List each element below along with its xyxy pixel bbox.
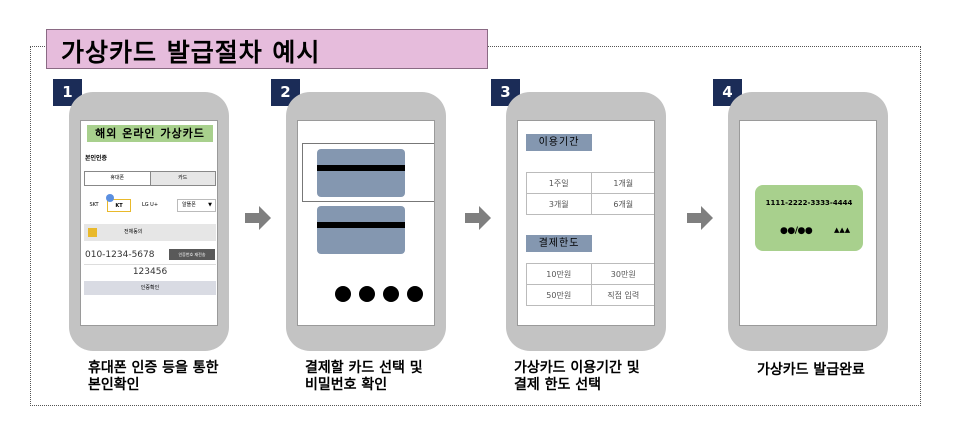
agree-label: 전체동의 [124,229,143,235]
card-number: 1111-2222-3333-4444 [765,199,853,207]
phone-step-4: 1111-2222-3333-4444 ●●/●● ▲▲▲ [728,92,888,351]
limit-option[interactable]: 10만원 [527,264,592,285]
password-dot [383,286,399,302]
confirm-auth-button[interactable]: 인증확인 [84,281,216,295]
caption-step-2: 결제할 카드 선택 및 비밀번호 확인 [305,360,423,394]
auth-tabs: 휴대폰 카드 [84,171,216,186]
caption-line: 비밀번호 확인 [305,377,388,393]
limit-option[interactable]: 50만원 [527,285,592,306]
title-box: 가상카드 발급절차 예시 [46,29,488,69]
virtual-card: 1111-2222-3333-4444 ●●/●● ▲▲▲ [755,185,863,251]
section-title: 본인인증 [85,155,108,162]
step-number-2: 2 [271,79,300,106]
arrow-right-icon [245,206,271,230]
caption-line: 가상카드 이용기간 및 [514,360,640,376]
carrier-kt[interactable]: KT [107,199,131,212]
check-icon [106,194,114,202]
step-number-4: 4 [713,79,742,106]
period-option[interactable]: 1개월 [591,173,654,194]
auth-code-field[interactable]: 123456 [132,267,168,277]
password-dot [335,286,351,302]
phone-screen-4: 1111-2222-3333-4444 ●●/●● ▲▲▲ [739,120,877,326]
period-grid: 1주일 1개월 3개월 6개월 [526,172,654,215]
budget-carrier-select[interactable]: 알뜰폰 ▼ [177,199,216,212]
caption-line: 결제할 카드 선택 및 [305,360,423,376]
carrier-lgu[interactable]: LG U+ [141,202,159,208]
password-dot [359,286,375,302]
selected-card-frame [302,143,434,202]
limit-option[interactable]: 직접 입력 [591,285,654,306]
caption-line: 본인확인 [88,377,140,393]
agree-all-row[interactable]: 전체동의 [84,224,216,241]
card-stripe [317,165,405,171]
arrow-right-icon [687,206,713,230]
limit-grid: 10만원 30만원 50만원 직접 입력 [526,263,654,306]
caption-line: 휴대폰 인증 등을 통한 [88,360,219,376]
divider [84,264,216,265]
caption-step-1: 휴대폰 인증 등을 통한 본인확인 [88,360,219,394]
card-option-1[interactable] [317,149,405,197]
card-cvc-masked: ▲▲▲ [834,226,851,234]
password-dot [407,286,423,302]
period-option[interactable]: 1주일 [527,173,592,194]
agree-checkbox[interactable] [88,228,97,237]
period-option[interactable]: 6개월 [591,194,654,215]
password-dots [335,286,423,302]
resend-code-button[interactable]: 인증번호 재전송 [169,249,215,260]
phone-step-1: 해외 온라인 가상카드 본인인증 휴대폰 카드 SKT KT LG U+ 알뜰폰… [69,92,229,351]
chevron-down-icon: ▼ [208,202,212,208]
caption-step-4: 가상카드 발급완료 [757,362,865,378]
phone-screen-2 [297,120,435,326]
caption-line: 결제 한도 선택 [514,377,602,393]
caption-step-3: 가상카드 이용기간 및 결제 한도 선택 [514,360,640,394]
phone-number-field[interactable]: 010-1234-5678 [85,250,155,260]
arrow-right-icon [465,206,491,230]
card-option-2[interactable] [317,206,405,254]
card-stripe [317,222,405,228]
phone-screen-3: 이용기간 1주일 1개월 3개월 6개월 결제한도 10만원 30만원 50만원… [517,120,655,326]
phone-step-2 [286,92,446,351]
phone-screen-1: 해외 온라인 가상카드 본인인증 휴대폰 카드 SKT KT LG U+ 알뜰폰… [80,120,218,326]
carrier-skt[interactable]: SKT [89,202,99,208]
limit-option[interactable]: 30만원 [591,264,654,285]
card-expiry-masked: ●●/●● [780,226,813,236]
page-title: 가상카드 발급절차 예시 [61,38,321,67]
phone-step-3: 이용기간 1주일 1개월 3개월 6개월 결제한도 10만원 30만원 50만원… [506,92,666,351]
tab-phone[interactable]: 휴대폰 [85,172,151,185]
budget-carrier-label: 알뜰폰 [182,202,196,208]
limit-header: 결제한도 [526,235,592,252]
tab-card[interactable]: 카드 [150,172,215,185]
service-banner: 해외 온라인 가상카드 [87,125,213,142]
period-header: 이용기간 [526,134,592,151]
period-option[interactable]: 3개월 [527,194,592,215]
